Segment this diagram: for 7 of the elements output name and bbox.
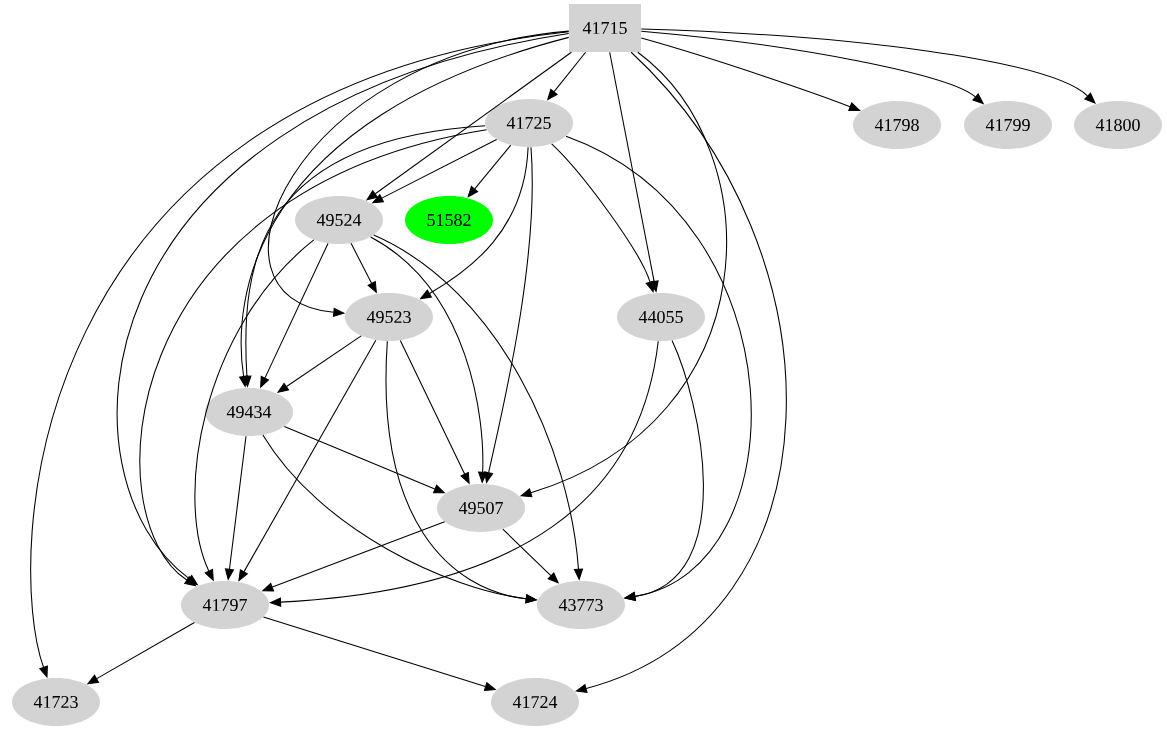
arrow	[640, 28, 1096, 104]
arrow	[139, 129, 488, 587]
node-box: 41715	[569, 4, 641, 52]
arrow	[640, 37, 861, 112]
arrow	[116, 33, 570, 586]
arrow	[467, 144, 512, 198]
arrow	[238, 339, 377, 582]
